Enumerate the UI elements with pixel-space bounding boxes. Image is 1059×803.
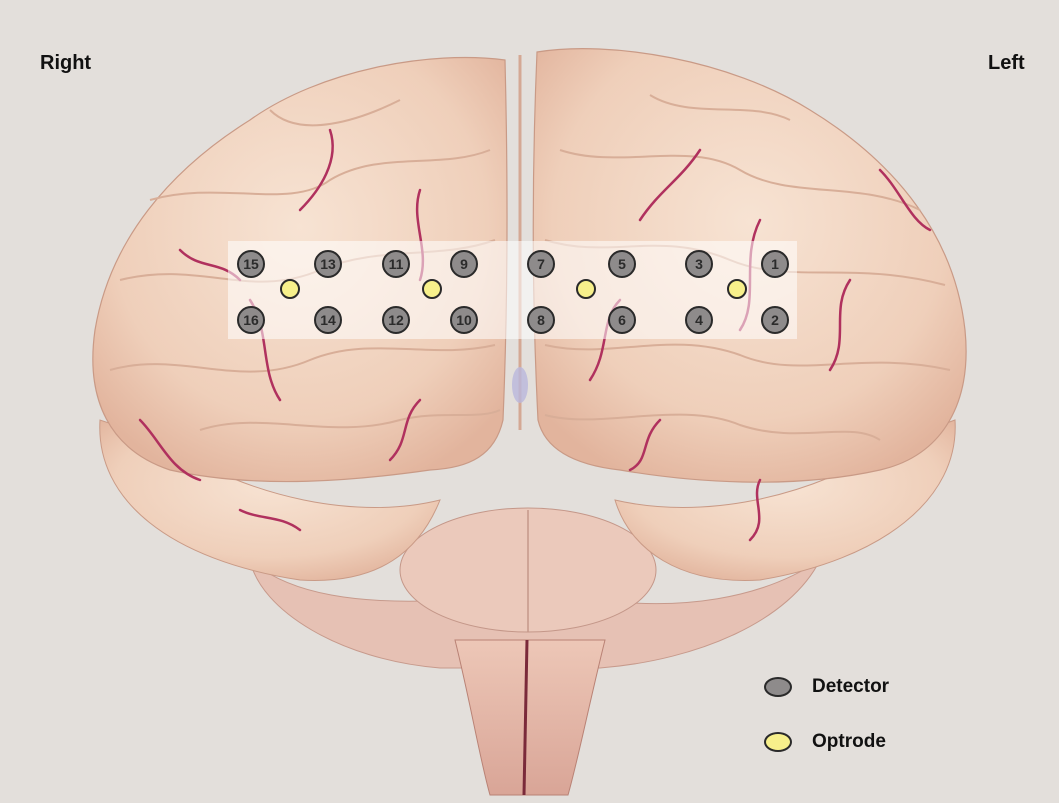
detector-12: 12: [382, 306, 410, 334]
label-right-side: Right: [40, 52, 91, 75]
legend-detector-label: Detector: [812, 676, 889, 698]
detector-6: 6: [608, 306, 636, 334]
legend-optrode-label: Optrode: [812, 731, 886, 753]
detector-3: 3: [685, 250, 713, 278]
label-left-side: Left: [988, 52, 1025, 75]
detector-13: 13: [314, 250, 342, 278]
detector-5: 5: [608, 250, 636, 278]
detector-15: 15: [237, 250, 265, 278]
optic-chiasm: [512, 367, 528, 403]
detector-10: 10: [450, 306, 478, 334]
optrode-3: [576, 279, 596, 299]
detector-9: 9: [450, 250, 478, 278]
optrode-4: [727, 279, 747, 299]
legend-row-detector: Detector: [764, 676, 889, 698]
optrode-1: [280, 279, 300, 299]
legend-detector-swatch: [764, 677, 792, 697]
optrode-2: [422, 279, 442, 299]
detector-16: 16: [237, 306, 265, 334]
legend-row-optrode: Optrode: [764, 731, 886, 753]
detector-11: 11: [382, 250, 410, 278]
detector-14: 14: [314, 306, 342, 334]
detector-4: 4: [685, 306, 713, 334]
legend-optrode-swatch: [764, 732, 792, 752]
detector-8: 8: [527, 306, 555, 334]
detector-7: 7: [527, 250, 555, 278]
detector-2: 2: [761, 306, 789, 334]
detector-1: 1: [761, 250, 789, 278]
